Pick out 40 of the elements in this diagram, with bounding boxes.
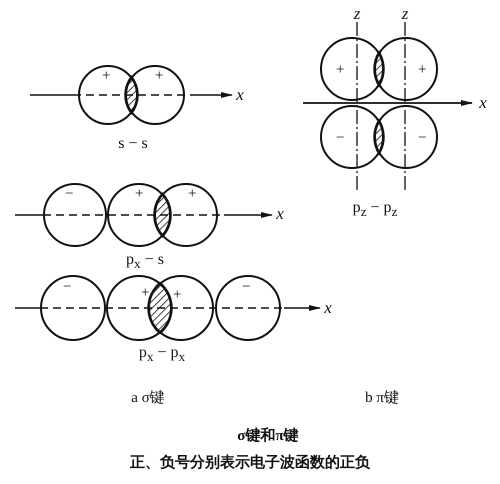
sign-label: − [65,187,74,202]
orbital-circle [78,65,138,125]
axis-label: x [236,86,244,104]
orbital-circle [148,275,214,341]
axis-label: z [354,5,360,23]
orbital-circle [40,275,106,341]
orbital-pair-label: p$_{x}$ − p$_{x}$ [138,344,186,366]
figure-title: σ键和π键 [237,427,299,445]
axis-label: x [324,299,332,317]
orbital-pair-label: p$_{z}$ − p$_{z}$ [352,198,398,222]
panel-label: b π键 [365,389,399,407]
orbital-circle [215,275,281,341]
figure-caption: 正、负号分别表示电子波函数的正负 [130,454,370,472]
axis-label: x [276,205,284,223]
sign-label: + [135,187,144,202]
orbital-circle [43,183,107,247]
sign-label: − [63,280,72,295]
sign-label: + [141,286,150,301]
orbital-circle [106,275,172,341]
sign-label: + [188,187,196,202]
orbital-circle [125,65,185,125]
orbital-circle [374,105,438,169]
orbital-circle [374,37,438,101]
orbital-pair-label: s − s [118,135,148,153]
sign-label: + [336,63,344,78]
orbital-pair-label: p$_{x}$ − s [126,250,164,274]
sign-label: + [173,288,182,303]
axis-label: z [402,5,408,23]
panel-label: a σ键 [131,389,165,407]
axis-label: x [479,94,487,112]
sign-label: − [418,131,426,146]
orbital-circle [107,183,171,247]
orbital-circle [154,183,218,247]
sign-label: − [242,280,250,295]
orbital-circle [320,105,384,169]
sign-label: − [336,131,344,146]
orbital-circle [320,37,384,101]
sign-label: + [102,69,110,84]
sign-label: + [155,69,164,84]
sign-label: + [418,63,426,78]
